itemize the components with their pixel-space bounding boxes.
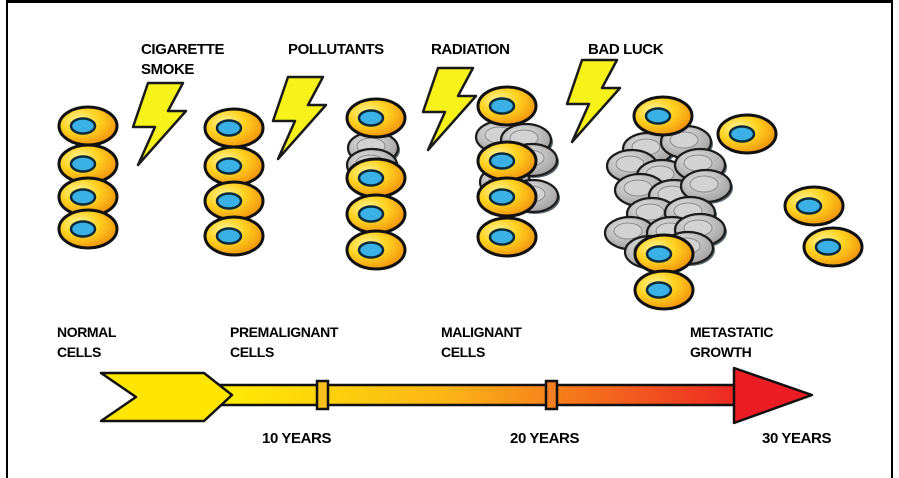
timeline-tick-label-10-years: 10 YEARS (262, 429, 331, 449)
timeline-tick-mark (546, 381, 557, 409)
lightning-icon (423, 68, 476, 150)
stage-label-line: CELLS (441, 342, 521, 362)
lightning-icon (133, 83, 186, 165)
lightning-icon (567, 60, 620, 142)
normal-cell (205, 182, 263, 220)
normal-cell (635, 271, 693, 309)
stage-label-line: GROWTH (690, 342, 773, 362)
timeline-tick-label-20-years: 20 YEARS (510, 429, 579, 449)
normal-cell (347, 159, 405, 197)
carcinogen-label-line: SMOKE (141, 60, 224, 80)
stage-label-line: METASTATIC (690, 322, 773, 342)
carcinogen-label-pollutants: POLLUTANTS (288, 40, 384, 60)
carcinogen-label-bad-luck: BAD LUCK (588, 40, 663, 60)
lightning-icon (273, 77, 326, 159)
normal-cell (804, 228, 862, 266)
normal-cell (634, 97, 692, 135)
normal-cell (205, 217, 263, 255)
normal-cell (635, 235, 693, 273)
timeline-arrow (101, 368, 812, 423)
normal-cell (347, 99, 405, 137)
normal-cell (59, 210, 117, 248)
stage-label-normal-cells: NORMAL CELLS (57, 322, 116, 362)
normal-cell (478, 142, 536, 180)
normal-cell (347, 195, 405, 233)
stage-label-malignant-cells: MALIGNANT CELLS (441, 322, 521, 362)
timeline-arrowhead (734, 368, 812, 423)
cells-layer (59, 87, 862, 309)
stage-label-line: CELLS (57, 342, 116, 362)
stage-label-metastatic-growth: METASTATIC GROWTH (690, 322, 773, 362)
normal-cell (478, 178, 536, 216)
carcinogen-label-line: BAD LUCK (588, 40, 663, 60)
carcinogen-label-cigarette-smoke: CIGARETTE SMOKE (141, 40, 224, 80)
normal-cell (205, 109, 263, 147)
timeline-tick-mark (317, 381, 328, 409)
carcinogen-label-radiation: RADIATION (431, 40, 510, 60)
carcinogen-label-line: POLLUTANTS (288, 40, 384, 60)
stage-label-line: MALIGNANT (441, 322, 521, 342)
normal-cell (59, 107, 117, 145)
carcinogen-label-line: RADIATION (431, 40, 510, 60)
stage-label-line: CELLS (230, 342, 338, 362)
carcinogen-label-line: CIGARETTE (141, 40, 224, 60)
stage-label-line: PREMALIGNANT (230, 322, 338, 342)
timeline-tick-label-30-years: 30 YEARS (762, 429, 831, 449)
normal-cell (205, 147, 263, 185)
normal-cell (785, 187, 843, 225)
normal-cell (718, 115, 776, 153)
normal-cell (478, 218, 536, 256)
stage-label-line: NORMAL (57, 322, 116, 342)
timeline-tail (101, 373, 232, 421)
normal-cell (347, 231, 405, 269)
normal-cell (478, 87, 536, 125)
timeline-shaft (200, 385, 760, 405)
stage-label-premalignant-cells: PREMALIGNANT CELLS (230, 322, 338, 362)
